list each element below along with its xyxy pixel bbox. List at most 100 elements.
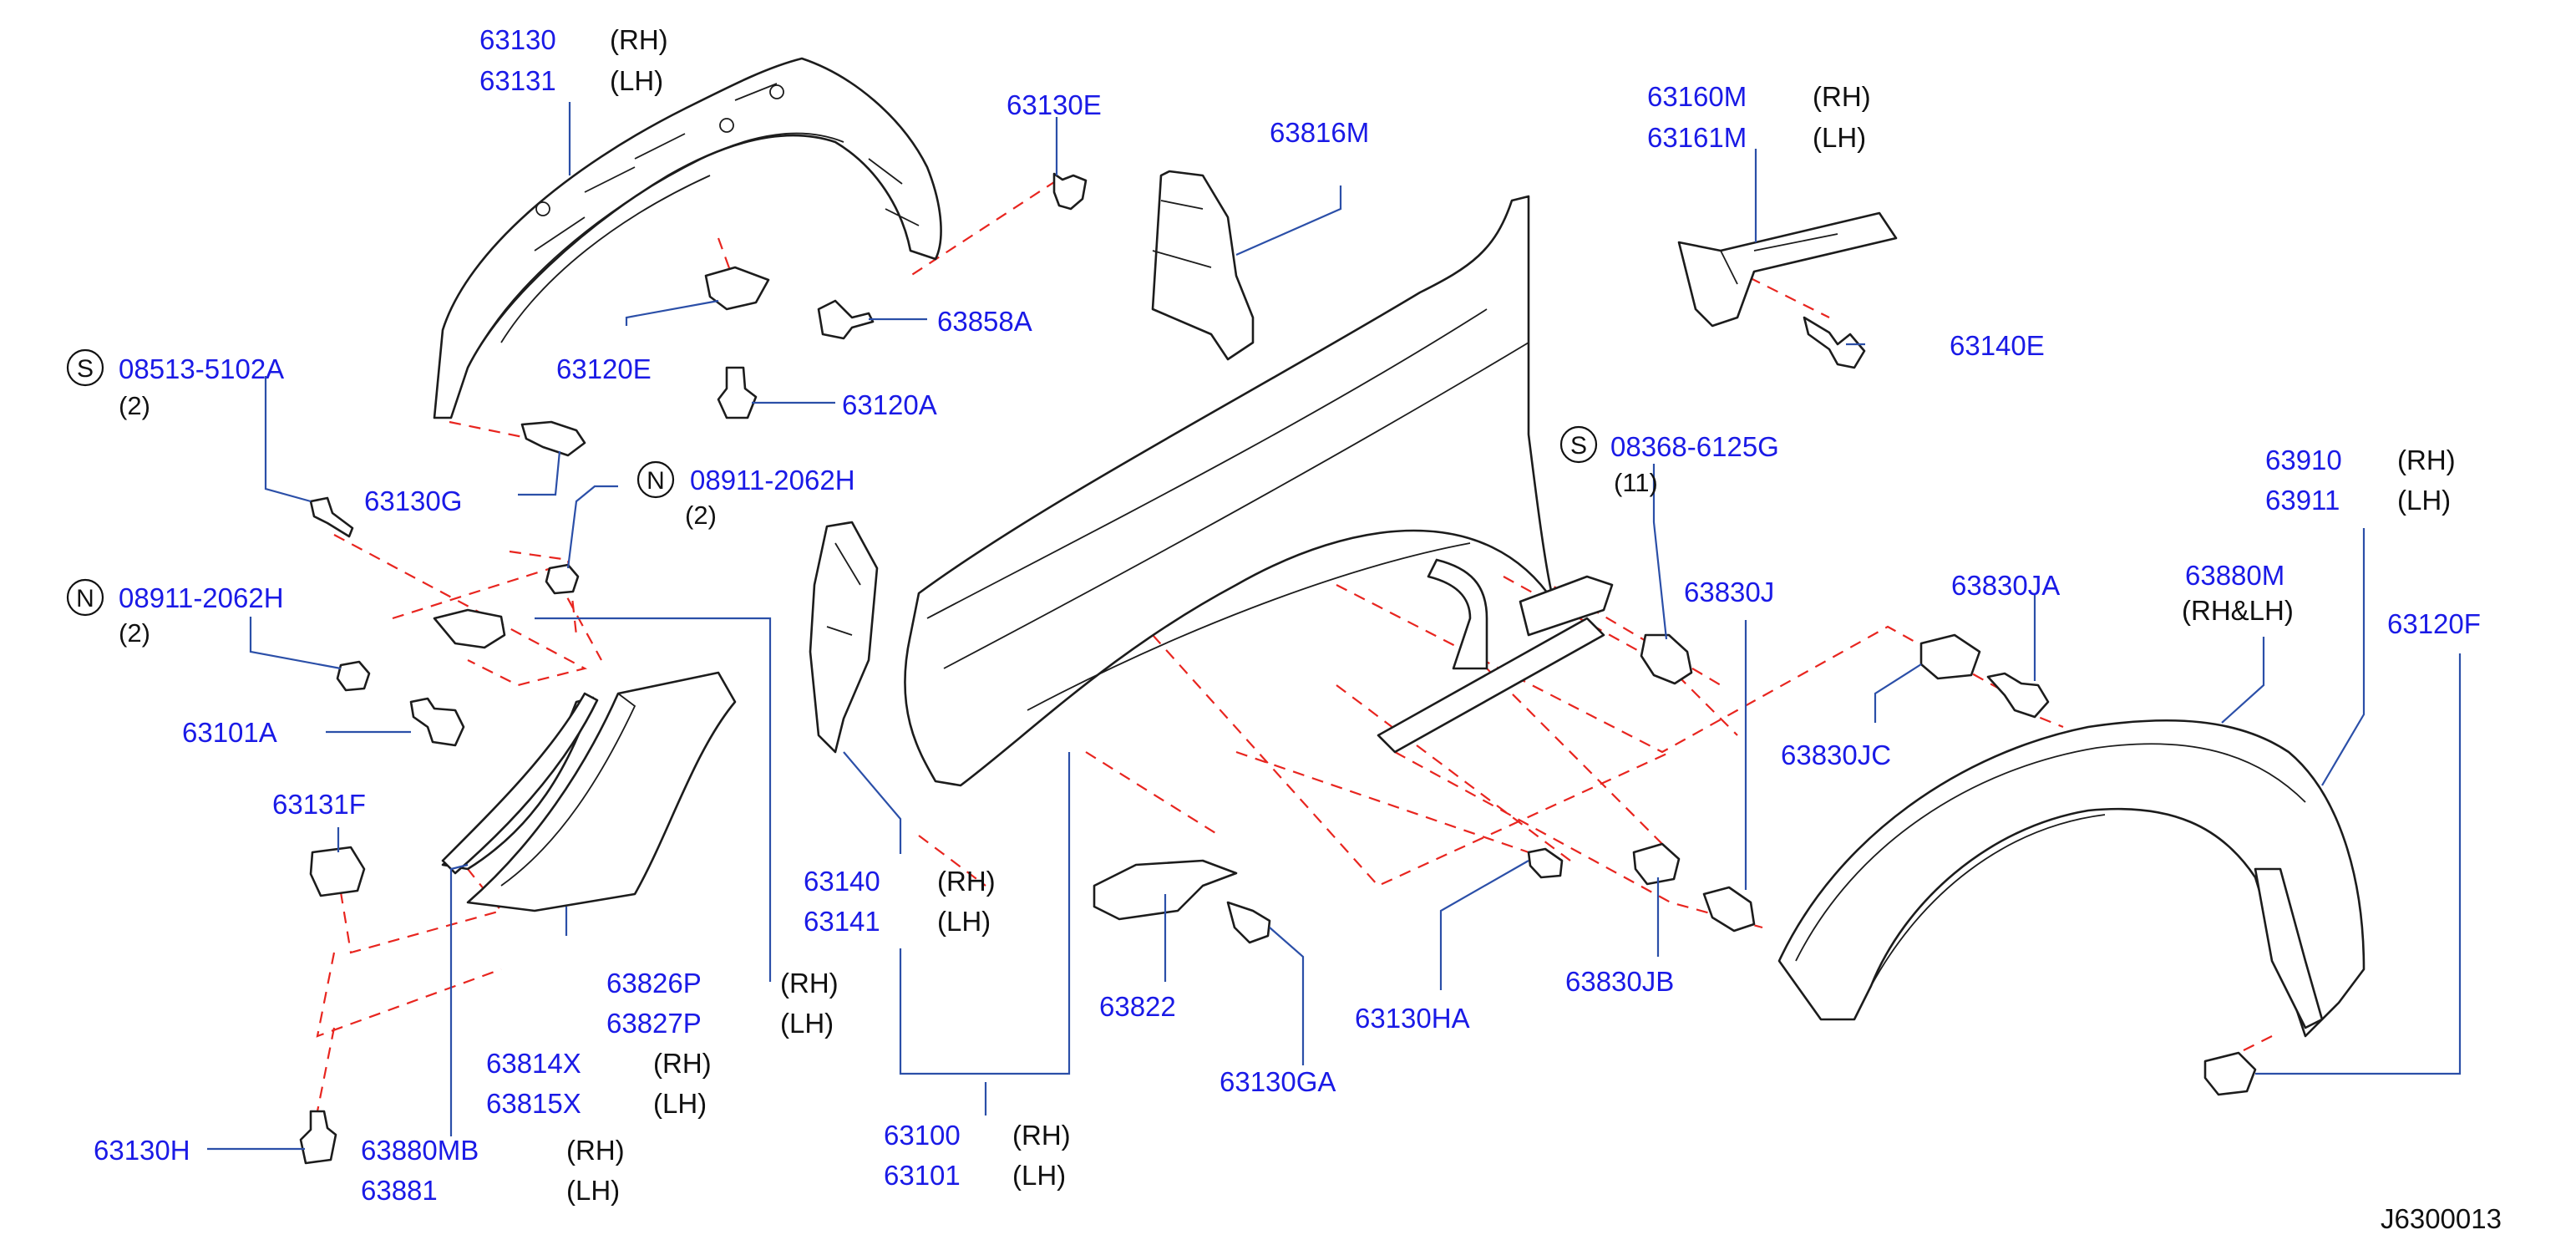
svg-text:S: S [77, 355, 94, 383]
leader-lines [207, 102, 2462, 1151]
s-symbol-08513: S [66, 348, 104, 387]
label-63826p[interactable]: 63826P [606, 968, 702, 999]
label-63130g[interactable]: 63130G [364, 485, 462, 516]
svg-text:N: N [76, 585, 94, 612]
part-labels: 63130 (RH) 63131 (LH) 63130E 63816M 6316… [94, 24, 2502, 1234]
label-08513-5102a[interactable]: 08513-5102A [119, 353, 284, 384]
s-symbol-08368: S [1559, 425, 1598, 464]
label-63140-side: (RH) [937, 866, 996, 897]
label-63881[interactable]: 63881 [361, 1175, 438, 1206]
label-08368-qty: (11) [1614, 468, 1658, 497]
svg-text:S: S [1570, 432, 1587, 460]
screw-63130h-illustration [299, 1110, 337, 1165]
screw-08513-illustration [309, 496, 354, 538]
label-63880mb-side: (RH) [566, 1135, 625, 1166]
label-63120e[interactable]: 63120E [556, 353, 652, 384]
fender-liner-rear-illustration [1777, 719, 2366, 1038]
label-63880mb[interactable]: 63880MB [361, 1135, 479, 1166]
molding-63880mb-illustration [441, 692, 599, 875]
label-63816m[interactable]: 63816M [1270, 117, 1369, 148]
label-63100[interactable]: 63100 [884, 1120, 961, 1151]
label-63911-side: (LH) [2397, 485, 2451, 516]
clip-63120e-illustration [704, 266, 770, 311]
clip-63830jb-illustration [1632, 842, 1681, 886]
label-63140[interactable]: 63140 [804, 866, 880, 897]
seal-63816m-illustration [1151, 170, 1255, 361]
label-63160m-side: (RH) [1813, 81, 1871, 112]
front-fender-illustration [904, 195, 1614, 787]
label-63880m-side: (RH&LH) [2182, 595, 2294, 626]
bracket-63160m-illustration [1677, 211, 1898, 328]
label-63120a[interactable]: 63120A [842, 389, 937, 420]
label-63910[interactable]: 63910 [2265, 445, 2342, 475]
label-63830jb[interactable]: 63830JB [1565, 966, 1674, 997]
label-08911-2062h-upper[interactable]: 08911-2062H [690, 465, 855, 495]
label-63826p-side: (RH) [780, 968, 839, 999]
stud-bracket-illustration [433, 608, 506, 649]
screw-63140e-illustration [1803, 316, 1866, 369]
n-symbol-08911-upper: N [636, 460, 675, 499]
label-63822[interactable]: 63822 [1099, 991, 1176, 1022]
clip-63120f-illustration [2203, 1051, 2257, 1096]
label-63881-side: (LH) [566, 1175, 620, 1206]
clip-63830j-illustration [1702, 886, 1756, 933]
label-63827p-side: (LH) [780, 1008, 834, 1039]
label-63100-side: (RH) [1012, 1120, 1071, 1151]
label-63880m[interactable]: 63880M [2185, 560, 2284, 591]
label-63130ga[interactable]: 63130GA [1220, 1066, 1336, 1097]
label-63131[interactable]: 63131 [479, 65, 556, 96]
label-63130h[interactable]: 63130H [94, 1135, 190, 1166]
label-63130e[interactable]: 63130E [1007, 89, 1102, 120]
label-63911[interactable]: 63911 [2265, 485, 2340, 516]
screw-63120a-illustration [717, 366, 758, 419]
label-63830ja[interactable]: 63830JA [1951, 570, 2060, 601]
screw-63858a-illustration [817, 299, 875, 340]
label-63814x-side: (RH) [653, 1048, 712, 1079]
label-63830j[interactable]: 63830J [1684, 577, 1774, 607]
clip-63131f-illustration [309, 846, 366, 897]
label-63161m[interactable]: 63161M [1647, 122, 1747, 153]
nut-08911-upper-illustration [545, 563, 580, 595]
label-63140e[interactable]: 63140E [1950, 330, 2045, 361]
label-63101a[interactable]: 63101A [182, 717, 277, 748]
clip-63130g-illustration [520, 420, 586, 457]
nut-08911-lower-illustration [336, 660, 371, 692]
label-63131f[interactable]: 63131F [272, 789, 366, 820]
bracket-63822-illustration [1093, 859, 1238, 921]
fender-liner-front-illustration [433, 57, 942, 419]
label-63130-side: (RH) [610, 24, 668, 55]
label-08513-qty: (2) [119, 391, 150, 420]
label-63858a[interactable]: 63858A [937, 306, 1032, 337]
label-63910-side: (RH) [2397, 445, 2456, 475]
prefix-symbols: S N N S [66, 348, 1598, 617]
label-08368-6125g[interactable]: 08368-6125G [1610, 431, 1779, 462]
label-63120f[interactable]: 63120F [2387, 608, 2481, 639]
bracket-63140-illustration [809, 521, 879, 754]
screw-63130ha-illustration [1527, 847, 1564, 879]
label-63814x[interactable]: 63814X [486, 1048, 581, 1079]
label-08911-2062h-lower[interactable]: 08911-2062H [119, 582, 284, 613]
clip-63130e-illustration [1052, 172, 1088, 211]
label-63130[interactable]: 63130 [479, 24, 556, 55]
screw-63830ja-illustration [1986, 672, 2050, 719]
screw-08368-illustration [1640, 633, 1693, 685]
label-63101-side: (LH) [1012, 1160, 1066, 1191]
label-63815x[interactable]: 63815X [486, 1088, 581, 1119]
label-08911-upper-qty: (2) [685, 501, 717, 530]
grommet-63101a-illustration [409, 697, 465, 747]
label-63161m-side: (LH) [1813, 122, 1866, 153]
grommet-63130ga-illustration [1226, 901, 1271, 944]
label-63160m[interactable]: 63160M [1647, 81, 1747, 112]
label-63815x-side: (LH) [653, 1088, 707, 1119]
label-63827p[interactable]: 63827P [606, 1008, 702, 1039]
label-63830jc[interactable]: 63830JC [1781, 739, 1891, 770]
label-63130ha[interactable]: 63130HA [1355, 1003, 1470, 1034]
label-63141-side: (LH) [937, 906, 991, 937]
n-symbol-08911-lower: N [66, 578, 104, 617]
diagram-id: J6300013 [2381, 1203, 2502, 1234]
label-63141[interactable]: 63141 [804, 906, 880, 937]
label-63131-side: (LH) [610, 65, 663, 96]
label-63101[interactable]: 63101 [884, 1160, 961, 1191]
label-08911-lower-qty: (2) [119, 618, 150, 648]
